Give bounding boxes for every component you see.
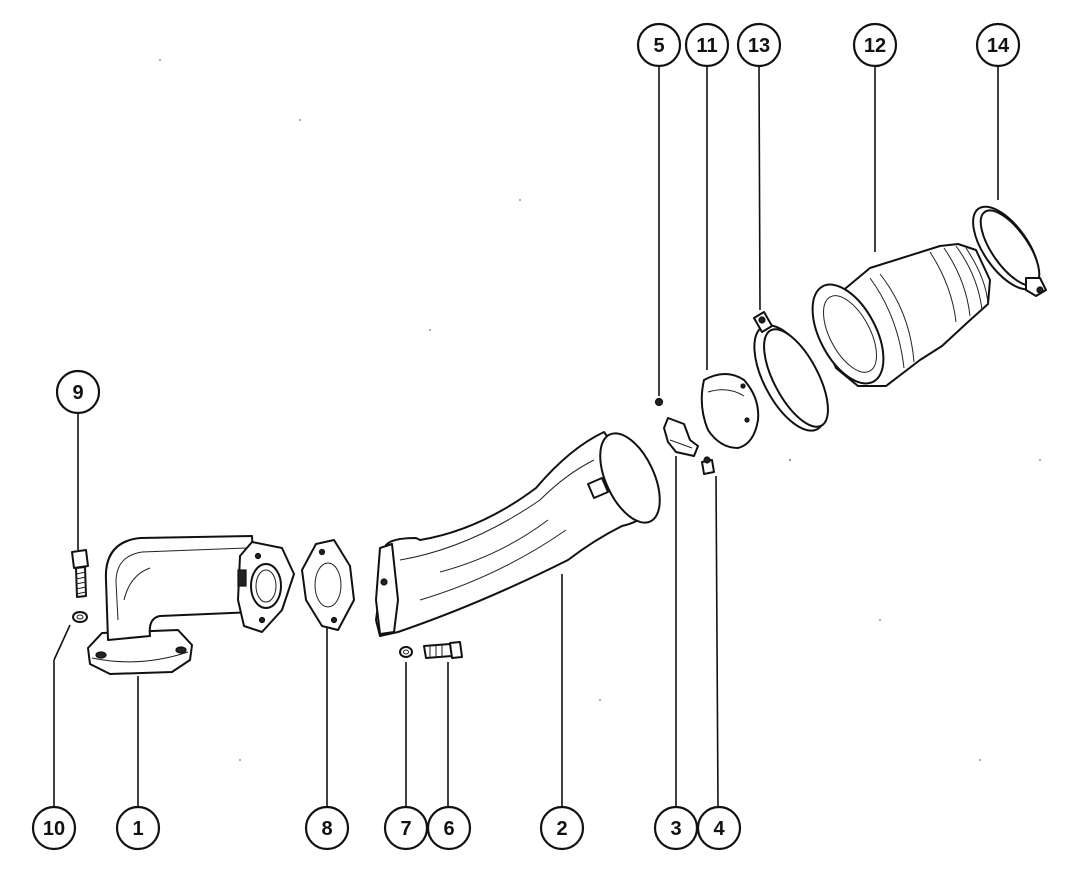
svg-text:13: 13 xyxy=(748,35,770,57)
part-5-nut xyxy=(654,397,664,407)
svg-text:12: 12 xyxy=(864,35,886,57)
part-6-screw xyxy=(423,641,463,659)
part-1-exhaust-elbow xyxy=(87,535,295,675)
part-7-washer xyxy=(399,646,413,658)
callout-11: 11 xyxy=(684,22,730,68)
leader-lines xyxy=(53,65,999,807)
svg-text:3: 3 xyxy=(670,818,681,840)
callout-7: 7 xyxy=(383,805,429,851)
svg-text:11: 11 xyxy=(696,35,717,57)
callout-9: 9 xyxy=(55,369,101,415)
svg-text:10: 10 xyxy=(43,818,65,840)
svg-text:7: 7 xyxy=(400,818,411,840)
part-10-lock-washer xyxy=(72,611,88,623)
part-9-bolt xyxy=(71,549,89,598)
callout-8: 8 xyxy=(304,805,350,851)
callout-1: 1 xyxy=(115,805,161,851)
callout-3: 3 xyxy=(653,805,699,851)
part-14-hose-clamp xyxy=(972,205,1047,297)
callout-5: 5 xyxy=(636,22,682,68)
callout-2: 2 xyxy=(539,805,585,851)
callout-13: 13 xyxy=(736,22,782,68)
part-4-screw xyxy=(701,456,715,475)
svg-text:1: 1 xyxy=(132,818,143,840)
callout-4: 4 xyxy=(696,805,742,851)
part-12-bellows xyxy=(811,243,991,387)
background-specks xyxy=(159,59,1041,761)
svg-text:6: 6 xyxy=(443,818,454,840)
part-13-hose-clamp xyxy=(753,311,829,432)
callout-6: 6 xyxy=(426,805,472,851)
svg-text:8: 8 xyxy=(321,818,332,840)
part-8-gasket xyxy=(301,539,355,631)
callout-14: 14 xyxy=(975,22,1021,68)
svg-text:9: 9 xyxy=(72,382,83,404)
svg-text:14: 14 xyxy=(987,35,1010,57)
part-11-flapper xyxy=(700,373,760,449)
callout-10: 10 xyxy=(31,805,77,851)
svg-text:4: 4 xyxy=(713,818,725,840)
part-2-exhaust-pipe xyxy=(375,431,661,637)
svg-text:2: 2 xyxy=(556,818,567,840)
svg-text:5: 5 xyxy=(653,35,664,57)
callout-12: 12 xyxy=(852,22,898,68)
part-3-bracket xyxy=(663,417,699,457)
